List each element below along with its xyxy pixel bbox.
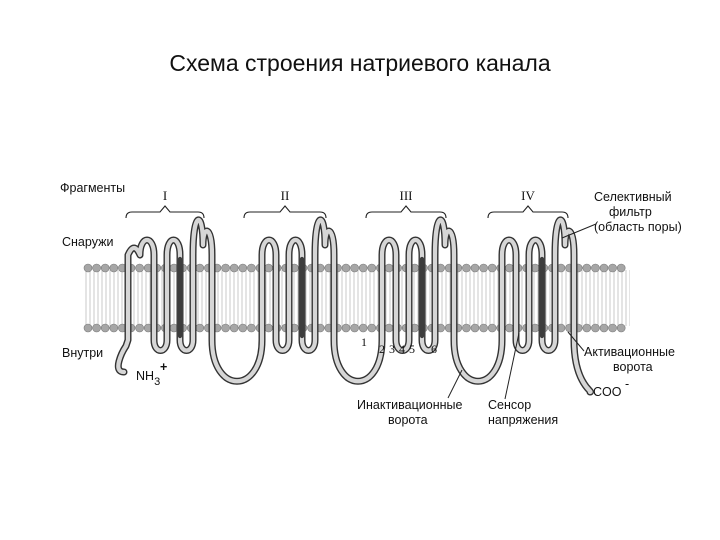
inactivation-gate-label-2: ворота [388, 413, 428, 427]
lipid-head [83, 263, 93, 273]
lipid-head [341, 263, 351, 273]
selective-filter-label-3: (область поры) [594, 220, 682, 234]
sensor-pointer [504, 332, 520, 400]
lipid-head [582, 323, 592, 333]
nh3-label: NH3 [136, 369, 160, 388]
lipid-head [350, 263, 359, 273]
lipid-head [100, 263, 110, 273]
lipid-head [92, 263, 101, 273]
lipid-head [479, 323, 488, 333]
domain-bracket [125, 205, 205, 219]
lipid-head [109, 263, 119, 273]
nh3-charge: + [160, 360, 167, 374]
nh3-subscript: 3 [154, 376, 160, 388]
segment-number: 4 [399, 342, 405, 356]
outside-label: Снаружи [62, 235, 113, 249]
n-terminus-label: NH3 + [136, 360, 167, 388]
lipid-head [505, 263, 514, 273]
activation-gate-label-1: Активационные [584, 345, 675, 359]
lipid-head [221, 323, 230, 333]
lipid-head [109, 323, 119, 333]
lipid-head [367, 263, 377, 273]
lipid-head [358, 323, 368, 333]
lipid-head [616, 263, 626, 273]
voltage-sensor-label-2: напряжения [488, 413, 558, 427]
lipid-head [135, 323, 144, 333]
lipid-head [221, 263, 230, 273]
lipid-head [487, 323, 497, 333]
segment-number: 3 [389, 342, 395, 356]
lipid-head [384, 323, 394, 333]
lipid-head [247, 263, 256, 273]
lipid-head [505, 323, 514, 333]
lipid-head [350, 323, 359, 333]
lipid-head [470, 323, 480, 333]
c-terminus-label: COO [593, 385, 622, 399]
lipid-head [358, 263, 368, 273]
lipid-head [264, 323, 273, 333]
domain-numeral: I [163, 188, 167, 203]
slide-title: Схема строения натриевого канала [169, 50, 551, 76]
inactivation-gate-label-1: Инактивационные [357, 398, 462, 412]
segment-number: 2 [379, 342, 385, 356]
lipid-head [470, 263, 480, 273]
fragments-label: Фрагменты [60, 181, 125, 195]
lipid-head [135, 263, 144, 273]
lipid-head [479, 263, 488, 273]
domain-numeral: III [400, 188, 413, 203]
segment-number: 5 [409, 342, 415, 356]
segment-number: 1 [361, 335, 367, 349]
lipid-head [229, 263, 239, 273]
domain-bracket [243, 205, 327, 219]
lipid-head [616, 323, 626, 333]
lipid-head [591, 263, 600, 273]
domain-numeral: IV [521, 188, 535, 203]
voltage-sensor-label-1: Сенсор [488, 398, 531, 412]
lipid-head [462, 323, 471, 333]
lipid-head [238, 263, 248, 273]
lipid-head [599, 263, 609, 273]
selective-filter-label-2: фильтр [609, 205, 652, 219]
chain-fill [116, 217, 593, 395]
lipid-head [367, 323, 377, 333]
lipid-head [341, 323, 351, 333]
filter-pointer [561, 223, 597, 239]
lipid-head [238, 323, 248, 333]
lipid-head [229, 323, 239, 333]
nh3-text: NH [136, 369, 154, 383]
coo-charge: - [625, 377, 629, 391]
lipid-head [92, 323, 101, 333]
lipid-head [195, 323, 205, 333]
protein-chain [114, 216, 595, 396]
inside-label: Внутри [62, 346, 103, 360]
lipid-head [100, 323, 110, 333]
lipid-head [608, 323, 617, 333]
segment-number: 6 [431, 342, 437, 356]
lipid-head [247, 323, 256, 333]
lipid-head [599, 323, 609, 333]
lipid-head [384, 263, 394, 273]
activation-gate-label-2: ворота [613, 360, 653, 374]
domain-numeral: II [281, 188, 290, 203]
domain-bracket [487, 205, 569, 219]
activation-pointer [567, 331, 585, 352]
lipid-head [264, 263, 273, 273]
lipid-head [83, 323, 93, 333]
lipid-head [195, 263, 205, 273]
domain-bracket [365, 205, 447, 219]
inactivation-pointer [447, 369, 463, 399]
lipid-head [487, 263, 497, 273]
lipid-head [582, 263, 592, 273]
selective-filter-label-1: Селективный [594, 190, 672, 204]
lipid-head [462, 263, 471, 273]
lipid-head [591, 323, 600, 333]
lipid-head [608, 263, 617, 273]
